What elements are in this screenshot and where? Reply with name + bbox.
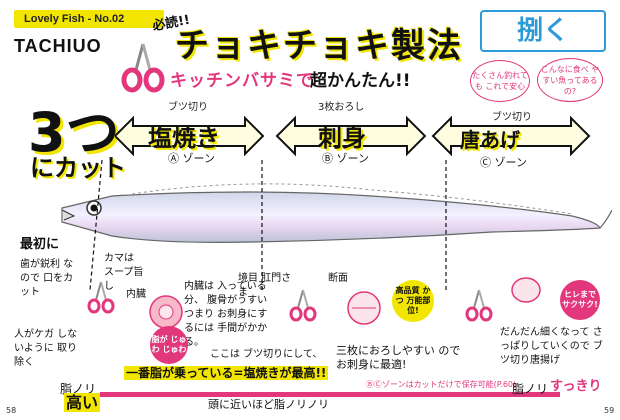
fat-left-label: 脂ノリ <box>60 382 97 396</box>
fat-gradient-bar <box>100 392 560 397</box>
cross-section-a <box>149 295 183 329</box>
note-boundary: 境目 肛門さま <box>238 273 292 298</box>
zone-a-name: 塩焼き <box>148 124 220 152</box>
danmen-label: 断面 <box>328 273 348 284</box>
zone-c-cut: ブツ切り <box>492 112 532 123</box>
zone-b-cut: 3枚おろし <box>318 102 365 113</box>
zone-arrows <box>115 115 591 157</box>
scissors-icon <box>289 289 317 322</box>
zone-b-mark: Ⓑ ゾーン <box>322 152 369 165</box>
zone-b-name: 刺身 <box>318 124 366 152</box>
fin-pill: ヒレまで サクサク! <box>560 280 600 320</box>
bubble-reassure: たくさん釣れても これで安心 <box>470 60 530 102</box>
note-kama: カマは スープ旨し <box>104 253 144 292</box>
fat-right-label: 脂ノリ <box>512 382 549 396</box>
lead-three: 3つ <box>28 101 120 164</box>
note-fat-best: 一番脂が乗っている=塩焼きが最高!! <box>124 366 329 380</box>
page-number-left: 58 <box>6 406 17 415</box>
fat-right-light: すっきり <box>550 379 602 394</box>
fish-illustration <box>61 183 612 243</box>
sabaku-badge: 捌く <box>480 10 606 52</box>
scissors-icon <box>121 43 165 93</box>
fat-pill: 脂が じゅわ じゅわ <box>150 326 188 364</box>
cut-lines <box>89 160 447 290</box>
scissors-icon <box>87 281 115 314</box>
note-teeth: 歯が鋭利 なので 口をカット <box>20 259 74 298</box>
note-sanmai: 三枚におろしやすい ので お刺身に最適! <box>336 344 461 371</box>
scissors-icon <box>465 289 493 322</box>
note-save: ⒷⒸゾーンはカットだけで保存可能(P.60) <box>366 380 517 389</box>
fat-center-label: 頭に近いほど脂ノリノリ <box>208 398 329 411</box>
page-number-right: 59 <box>604 406 615 415</box>
note-injury: 人がケガ しないように 取り除く <box>14 329 78 368</box>
species-name: TACHIUO <box>14 36 102 56</box>
cross-section-c <box>511 277 541 303</box>
cross-section-b <box>347 291 381 325</box>
bubble-easy-eat: こんなに食べ やすい魚ってあるの? <box>537 58 603 102</box>
zone-c-name: 唐あげ <box>460 128 520 152</box>
naizo-label: 内臓 <box>126 289 146 300</box>
fat-left-high: 高い <box>64 393 101 412</box>
note-buzu: ここは ブツ切りにして、 <box>210 349 323 360</box>
series-tag: Lovely Fish - No.02 <box>14 10 164 28</box>
note-first: 最初に <box>20 237 60 252</box>
subtitle-easy: 超かんたん!! <box>310 71 411 91</box>
page-title: チョキチョキ製法 <box>175 26 463 66</box>
quality-pill: 高品質 かつ 万能部位! <box>392 280 434 322</box>
note-karaage: だんだん細くなって さっぱりしていくので ブツ切り唐揚げ <box>500 327 603 366</box>
note-naizo: 内臓は 入っている分、 腹骨がうすい つまり お刺身にするには 手間がかかる。 <box>184 281 268 348</box>
zone-c-mark: Ⓒ ゾーン <box>480 156 527 169</box>
subtitle-scissors: キッチンバサミで <box>170 71 314 91</box>
lead-cut: にカット <box>30 154 126 182</box>
zone-a-cut: ブツ切り <box>168 102 208 113</box>
zone-a-mark: Ⓐ ゾーン <box>168 152 215 165</box>
